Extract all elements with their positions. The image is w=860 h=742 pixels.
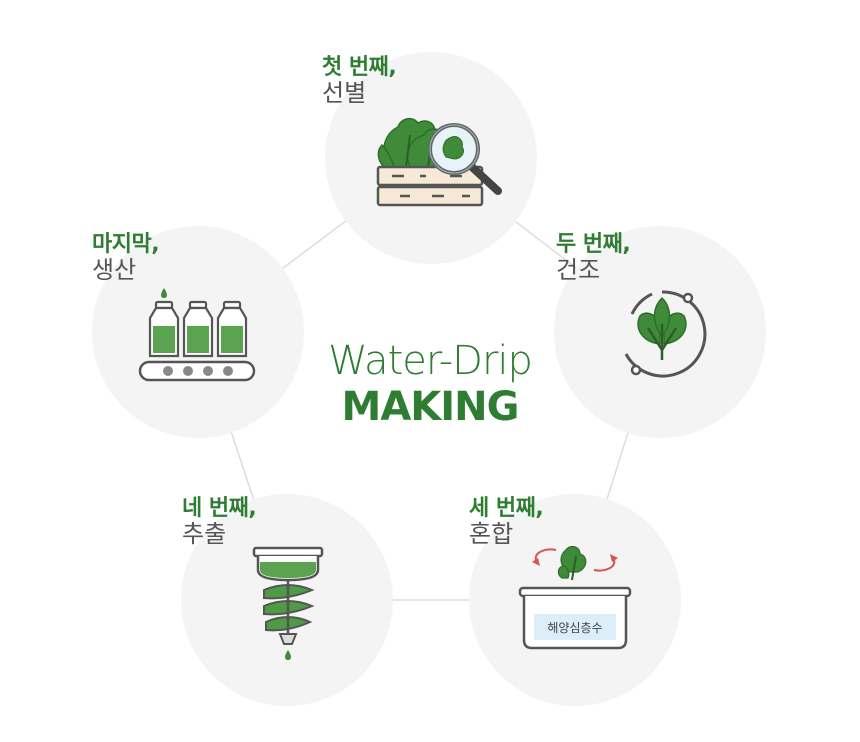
step-label-5: 마지막, 생산 (92, 232, 160, 285)
drip-extractor-icon (252, 546, 324, 660)
center-title: Water-Drip MAKING (300, 338, 560, 430)
step-label-1: 첫 번째, 선별 (322, 55, 397, 108)
step-name: 혼합 (469, 520, 514, 549)
step-ordinal: 첫 번째, (322, 55, 397, 80)
leaf-drying-cycle-icon (624, 290, 707, 378)
step-ordinal: 네 번째, (182, 496, 257, 521)
step-name: 건조 (556, 256, 601, 285)
step-ordinal: 세 번째, (469, 496, 544, 521)
mixing-tank-icon: 해양심층수 (518, 545, 632, 650)
center-main-title: MAKING (341, 384, 520, 430)
bottle-conveyor-icon (138, 288, 256, 382)
step-name: 추출 (182, 520, 227, 549)
tank-label: 해양심층수 (547, 621, 602, 635)
center-subtitle: Water-Drip (328, 338, 533, 384)
step-label-2: 두 번째, 건조 (556, 232, 631, 285)
step-name: 생산 (92, 256, 137, 285)
step-ordinal: 두 번째, (556, 232, 631, 257)
step-label-3: 세 번째, 혼합 (469, 496, 544, 549)
leaf-magnifier-crate-icon (376, 117, 502, 207)
step-label-4: 네 번째, 추출 (182, 496, 257, 549)
step-ordinal: 마지막, (92, 232, 160, 257)
step-name: 선별 (322, 79, 367, 108)
